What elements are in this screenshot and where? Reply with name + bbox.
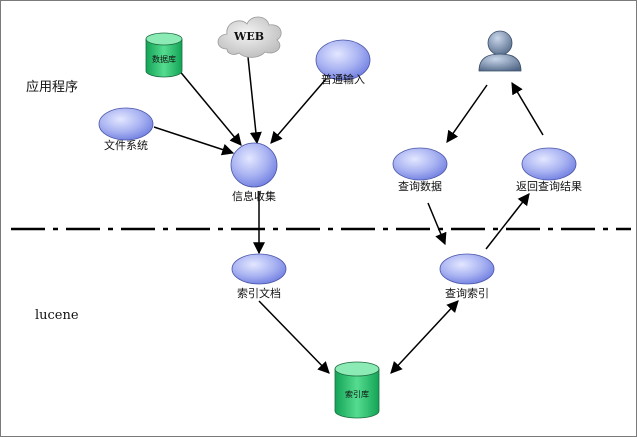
edge-query-to-queryindex	[427, 202, 447, 246]
database-label: 数据库	[152, 54, 176, 64]
file-system-label: 文件系统	[104, 138, 148, 152]
return-results-node: 返回查询结果	[516, 147, 582, 193]
index-docs-label: 索引文档	[237, 286, 281, 300]
index-docs-node: 索引文档	[231, 253, 287, 300]
user-icon	[478, 30, 522, 72]
database-node: 数据库	[145, 32, 183, 78]
edge-return-to-user	[511, 81, 544, 136]
connectors	[153, 56, 544, 374]
query-data-node: 查询数据	[392, 147, 448, 193]
manual-input-label: 普通输入	[321, 72, 365, 86]
zone-label-app: 应用程序	[26, 79, 78, 95]
query-index-node: 查询索引	[439, 253, 495, 300]
edge-input-to-collect	[270, 78, 327, 144]
query-data-label: 查询数据	[398, 179, 442, 193]
info-collect-node: 信息收集	[230, 142, 278, 203]
edge-filesystem-to-collect	[153, 126, 235, 156]
edge-store-query-index	[390, 300, 459, 374]
web-label: WEB	[233, 30, 264, 43]
edge-index-to-store	[258, 300, 330, 374]
query-index-label: 查询索引	[445, 286, 489, 300]
info-collect-label: 信息收集	[232, 189, 276, 203]
edge-queryindex-to-return	[485, 193, 530, 250]
zone-label-lucene: lucene	[35, 308, 79, 323]
web-cloud-node: WEB	[217, 16, 282, 58]
edge-web-to-collect	[247, 56, 262, 145]
file-system-node: 文件系统	[98, 107, 154, 152]
edge-database-to-collect	[177, 68, 242, 146]
return-results-label: 返回查询结果	[516, 179, 582, 193]
index-store-label: 索引库	[345, 389, 369, 399]
cloud-icon	[217, 16, 282, 58]
manual-input-node: 普通输入	[315, 39, 371, 86]
edge-user-to-query	[446, 84, 488, 143]
index-store-node: 索引库	[334, 361, 380, 419]
